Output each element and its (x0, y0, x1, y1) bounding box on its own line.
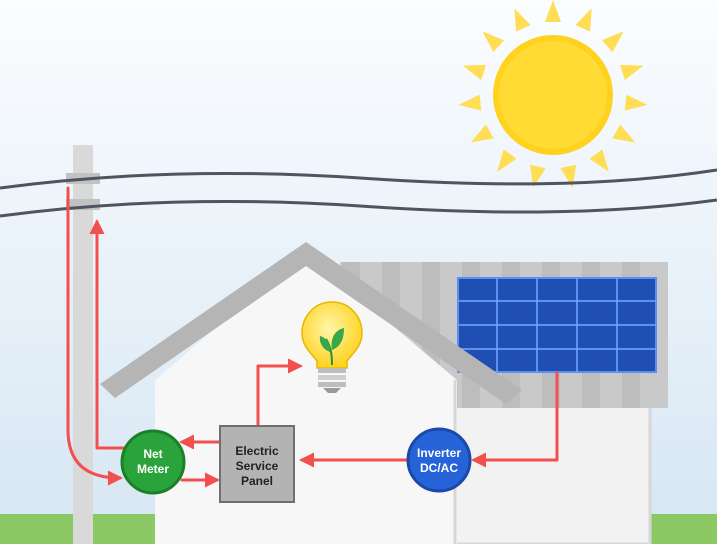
service-panel-label-line1: Electric (235, 444, 279, 458)
inverter-label-line2: DC/AC (420, 461, 458, 475)
net-meter: Net Meter (120, 429, 186, 495)
net-meter-label-line1: Net (143, 447, 162, 461)
solar-panel-icon (457, 277, 657, 373)
arrow-panel-to-bulb (256, 358, 303, 427)
power-lines (0, 168, 717, 218)
sun-icon (458, 0, 648, 188)
energy-flow-arrows (66, 186, 559, 488)
electric-service-panel: Electric Service Panel (219, 425, 295, 503)
arrow-grid-to-meter (66, 186, 123, 486)
net-meter-label-line2: Meter (137, 462, 169, 476)
lightbulb-icon (301, 301, 363, 393)
inverter: Inverter DC/AC (406, 427, 472, 493)
service-panel-label-line3: Panel (241, 474, 273, 488)
service-panel-label-line2: Service (236, 459, 279, 473)
arrow-solar-to-inverter (471, 371, 559, 468)
inverter-label-line1: Inverter (417, 446, 461, 460)
arrow-meter-to-grid (89, 219, 126, 450)
